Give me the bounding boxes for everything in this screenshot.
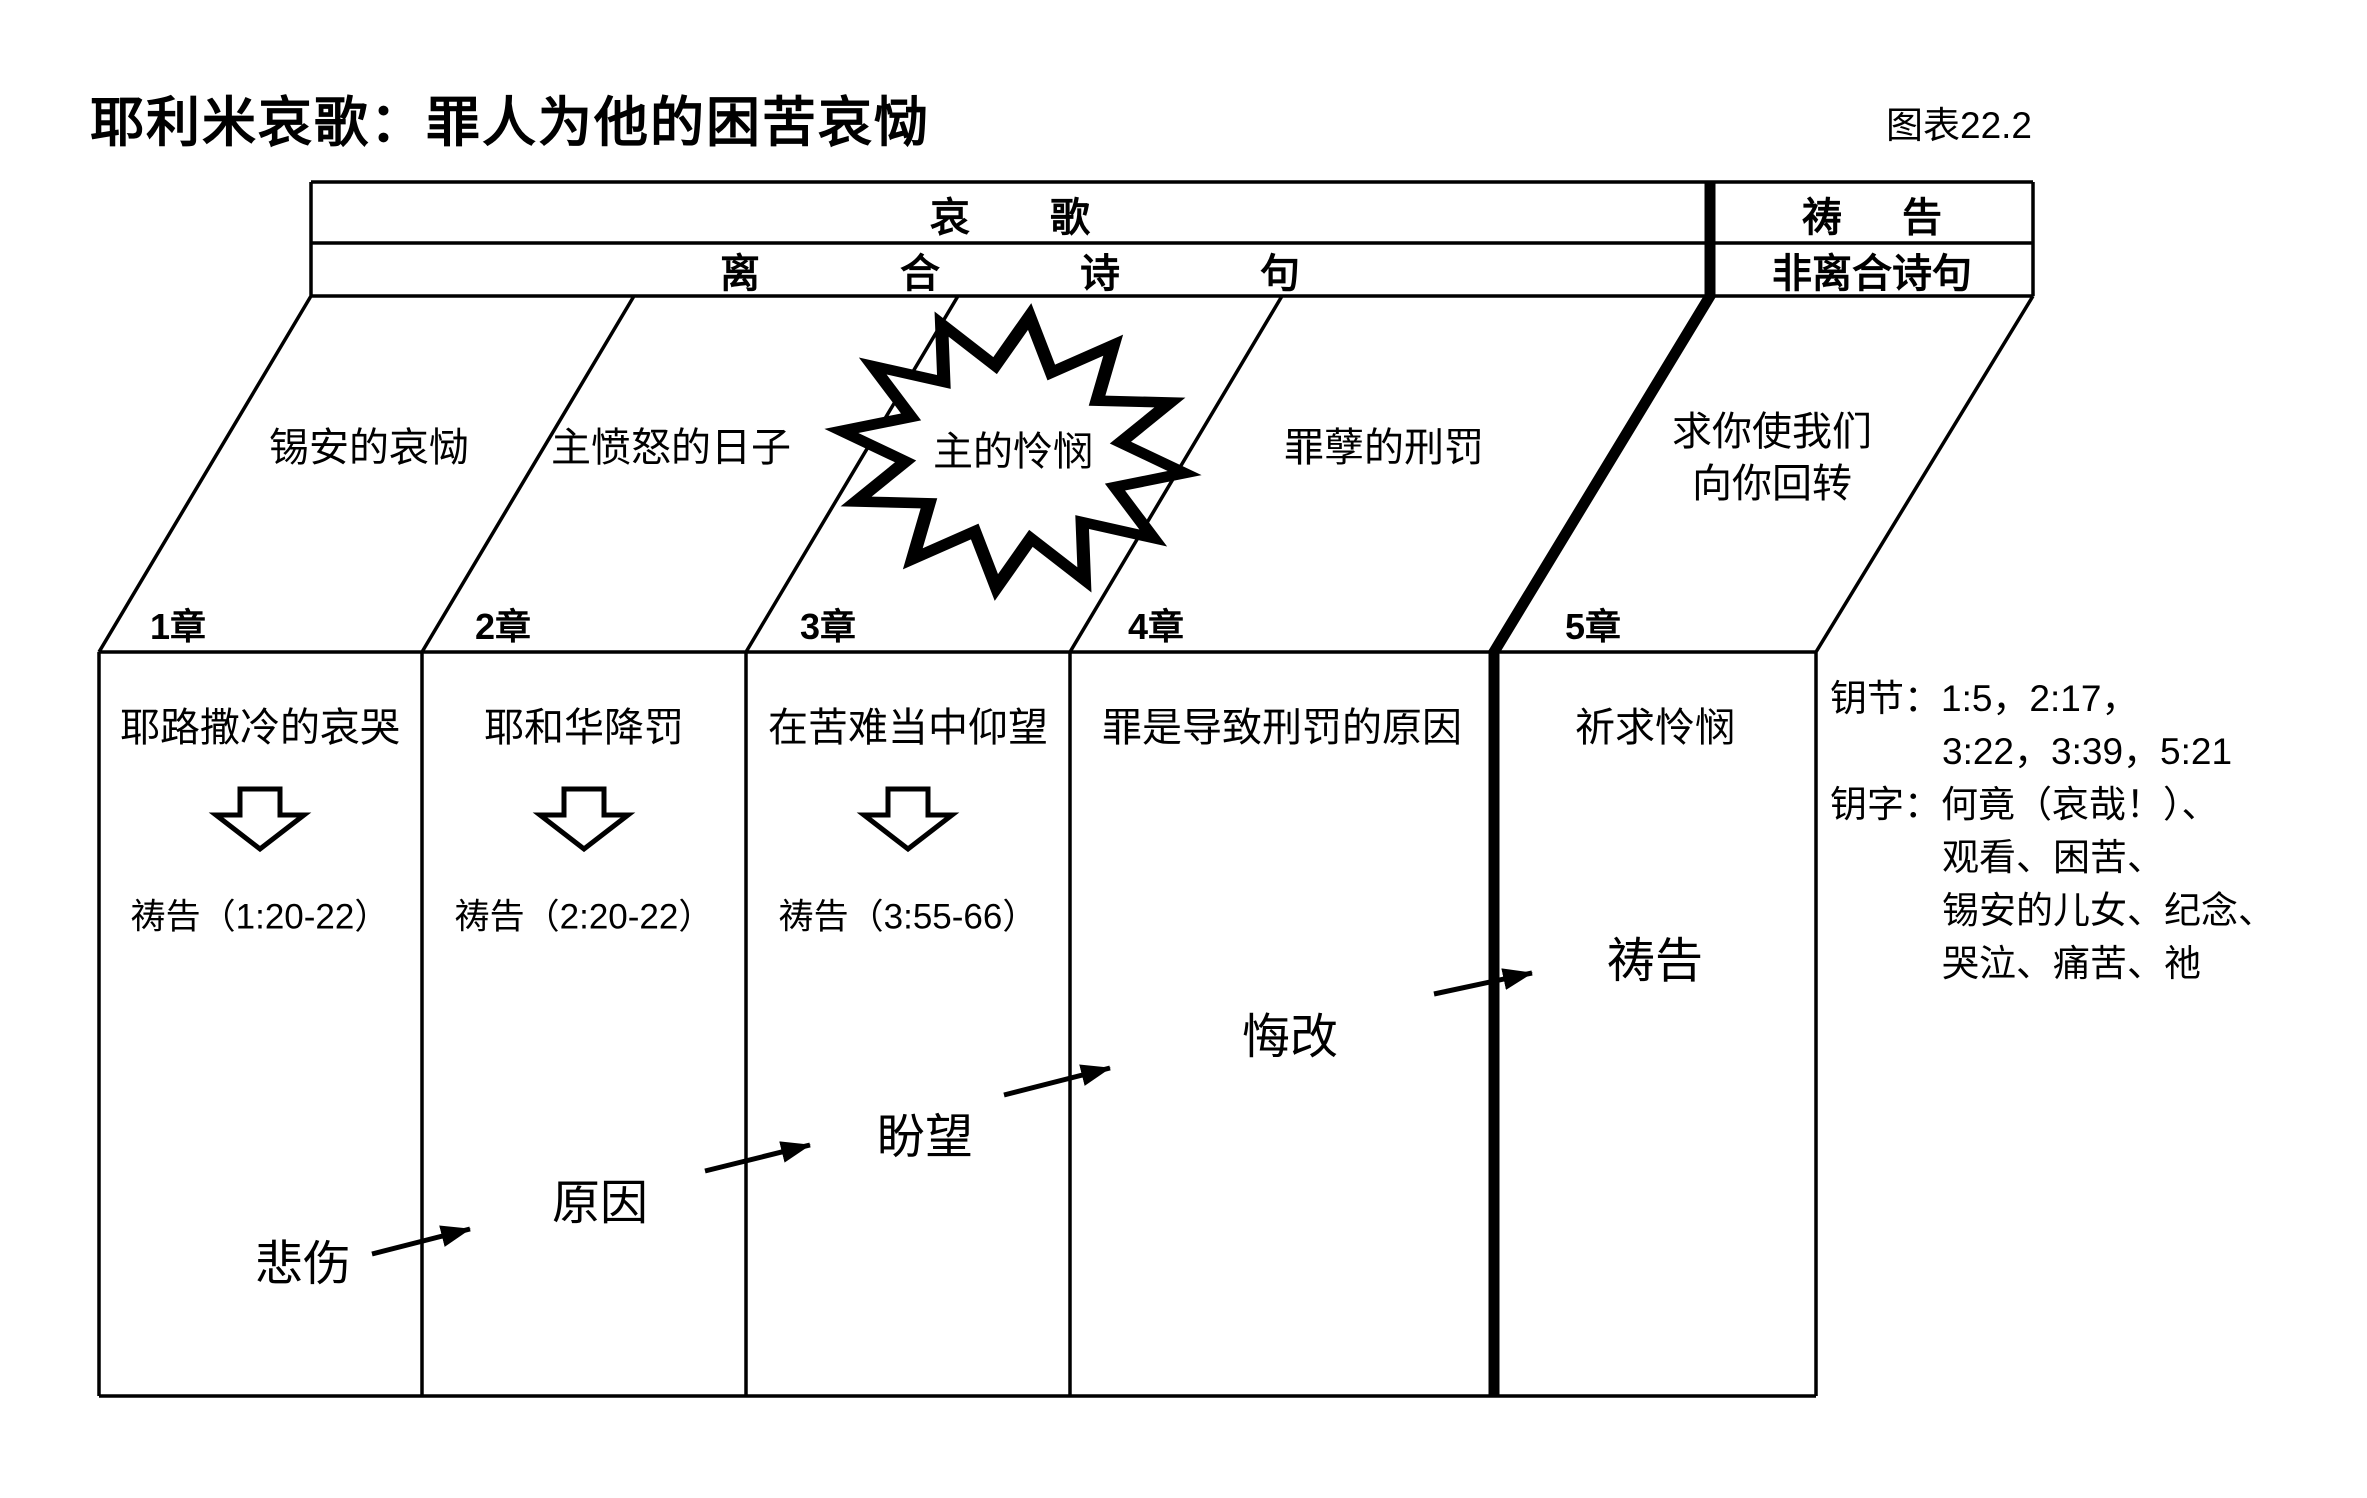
down-arrow-icon (532, 786, 636, 853)
progression-word-1: 悲伤 (254, 1238, 352, 1291)
header-lament: 哀歌 (930, 196, 1170, 240)
band-theme-4: 罪孽的刑罚 (1284, 426, 1484, 470)
chapter-label-2: 2章 (475, 606, 532, 647)
key-verses-line-2: 3:22，3:39，5:21 (1942, 731, 2233, 772)
section-divider-thick (1488, 182, 1716, 1396)
prayer-ref-3: 祷告（3:55-66） (778, 897, 1038, 937)
prayer-ref-1: 祷告（1:20-22） (130, 897, 390, 937)
key-words-line-4: 哭泣、痛苦、祂 (1942, 943, 2201, 984)
band-theme-1: 锡安的哀恸 (269, 426, 469, 470)
column-heading-1: 耶路撒冷的哀哭 (120, 706, 400, 750)
column-heading-3: 在苦难当中仰望 (768, 706, 1048, 750)
header-prayer: 祷告 (1802, 196, 2002, 240)
flow-arrow (1433, 968, 1533, 997)
flow-arrows (371, 968, 1533, 1257)
key-words-line-2: 观看、困苦、 (1942, 837, 2164, 878)
key-words-line-3: 锡安的儿女、纪念、 (1942, 890, 2275, 931)
page-title: 耶利米哀歌：罪人为他的困苦哀恸 (90, 93, 930, 153)
progression-word-2: 原因 (551, 1177, 649, 1230)
header-acrostic: 离合诗句 (720, 252, 1440, 296)
column-heading-5: 祈求怜悯 (1575, 706, 1735, 750)
down-arrow-icons (208, 786, 960, 853)
band-theme-2: 主愤怒的日子 (551, 426, 791, 470)
band-theme-5: 求你使我们 向你回转 (1672, 410, 1872, 506)
flow-arrow (704, 1141, 811, 1174)
down-arrow-icon (856, 786, 960, 853)
chapter-label-4: 4章 (1128, 606, 1185, 647)
prayer-ref-2: 祷告（2:20-22） (454, 897, 714, 937)
key-words-line-1: 钥字：何竟（哀哉！）、 (1830, 784, 2219, 825)
progression-word-3: 盼望 (876, 1111, 974, 1164)
header-non-acrostic: 非离合诗句 (1772, 252, 1972, 296)
flow-arrow (371, 1225, 471, 1257)
flow-arrow (1003, 1064, 1111, 1098)
band-theme-3: 主的怜悯 (933, 430, 1093, 474)
starburst-icon (824, 303, 1202, 601)
chapter-label-5: 5章 (1565, 606, 1622, 647)
column-heading-2: 耶和华降罚 (484, 706, 684, 750)
figure-number: 图表22.2 (1886, 105, 2033, 146)
progression-word-4: 悔改 (1241, 1011, 1339, 1064)
key-verses-line-1: 钥节：1:5，2:17， (1830, 678, 2139, 719)
grid-lines (97, 180, 2035, 1398)
column-heading-4: 罪是导致刑罚的原因 (1102, 706, 1462, 750)
down-arrow-icon (208, 786, 312, 853)
chapter-label-1: 1章 (150, 606, 207, 647)
progression-word-5: 祷告 (1606, 935, 1704, 988)
chapter-label-3: 3章 (800, 606, 857, 647)
